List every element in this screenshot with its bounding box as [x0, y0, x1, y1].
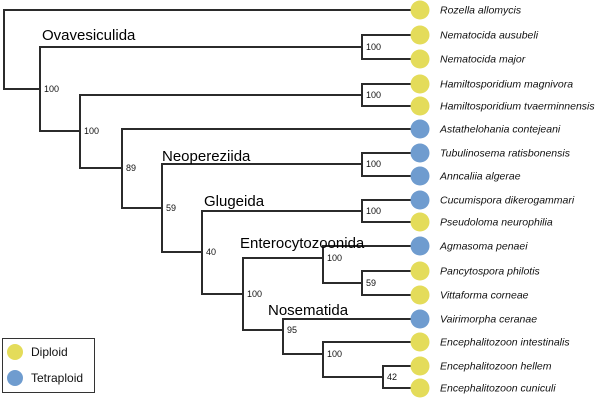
- clade-label-enterocytozoonida: Enterocytozoonida: [240, 235, 365, 252]
- support-value: 100: [327, 253, 342, 263]
- ploidy-tetraploid-dot: [410, 143, 430, 163]
- ploidy-diploid-dot: [410, 74, 430, 94]
- clade-label-glugeida: Glugeida: [204, 193, 265, 210]
- ploidy-diploid-dot: [410, 96, 430, 116]
- clade-label-ovavesiculida: Ovavesiculida: [42, 27, 136, 44]
- tree-branches: [3, 9, 421, 389]
- taxon-label: Nematocida major: [440, 54, 526, 66]
- diploid-dot-icon: [7, 344, 23, 360]
- ploidy-diploid-dot: [410, 285, 430, 305]
- support-value: 59: [366, 278, 376, 288]
- ploidy-tetraploid-dot: [410, 236, 430, 256]
- taxon-label: Pseudoloma neurophilia: [440, 217, 553, 229]
- taxon-label: Encephalitozoon cuniculi: [440, 383, 556, 395]
- ploidy-diploid-dot: [410, 332, 430, 352]
- taxon-label: Vittaforma corneae: [440, 290, 529, 302]
- taxon-label: Hamiltosporidium tvaerminnensis: [440, 101, 595, 113]
- tetraploid-dot-icon: [7, 370, 23, 386]
- taxon-label: Astathelohania contejeani: [439, 124, 561, 136]
- taxon-label: Cucumispora dikerogammari: [440, 195, 575, 207]
- taxon-label: Encephalitozoon hellem: [440, 361, 552, 373]
- ploidy-tetraploid-dot: [410, 309, 430, 329]
- support-value: 59: [166, 203, 176, 213]
- support-value: 40: [206, 247, 216, 257]
- support-values: 42 100 95 59 100 100 100 40 100 59 89 100 100 100 100: [44, 42, 397, 382]
- support-value: 89: [126, 163, 136, 173]
- legend: Diploid Tetraploid: [2, 338, 95, 393]
- ploidy-diploid-dot: [410, 0, 430, 20]
- taxon-label: Agmasoma penaei: [439, 241, 528, 253]
- ploidy-diploid-dot: [410, 378, 430, 398]
- clade-label-nosematida: Nosematida: [268, 302, 349, 319]
- support-value: 100: [366, 42, 381, 52]
- legend-label-tetraploid: Tetraploid: [31, 371, 84, 385]
- ploidy-markers: [410, 0, 430, 398]
- ploidy-tetraploid-dot: [410, 190, 430, 210]
- support-value: 100: [247, 289, 262, 299]
- support-value: 100: [44, 84, 59, 94]
- taxon-label: Anncaliia algerae: [439, 171, 521, 183]
- legend-label-diploid: Diploid: [31, 345, 68, 359]
- ploidy-tetraploid-dot: [410, 119, 430, 139]
- clade-labels: OvavesiculidaNeopereziidaGlugeidaEnteroc…: [42, 27, 365, 319]
- taxon-label: Vairimorpha ceranae: [440, 314, 537, 326]
- taxon-label: Nematocida ausubeli: [440, 30, 539, 42]
- taxon-label: Encephalitozoon intestinalis: [440, 337, 570, 349]
- legend-item-tetraploid: Tetraploid: [7, 370, 83, 386]
- support-value: 100: [366, 159, 381, 169]
- ploidy-diploid-dot: [410, 261, 430, 281]
- support-value: 100: [366, 90, 381, 100]
- ploidy-diploid-dot: [410, 25, 430, 45]
- support-value: 100: [84, 126, 99, 136]
- taxon-label: Rozella allomycis: [440, 5, 522, 17]
- taxon-label: Pancytospora philotis: [440, 266, 541, 278]
- clade-label-neopereziida: Neopereziida: [162, 148, 251, 165]
- ploidy-tetraploid-dot: [410, 166, 430, 186]
- taxon-label: Hamiltosporidium magnivora: [440, 79, 573, 91]
- legend-item-diploid: Diploid: [7, 344, 68, 360]
- support-value: 100: [366, 206, 381, 216]
- ploidy-diploid-dot: [410, 212, 430, 232]
- support-value: 95: [287, 325, 297, 335]
- ploidy-diploid-dot: [410, 356, 430, 376]
- ploidy-diploid-dot: [410, 49, 430, 69]
- support-value: 100: [327, 349, 342, 359]
- support-value: 42: [387, 372, 397, 382]
- taxon-label: Tubulinosema ratisbonensis: [440, 148, 571, 160]
